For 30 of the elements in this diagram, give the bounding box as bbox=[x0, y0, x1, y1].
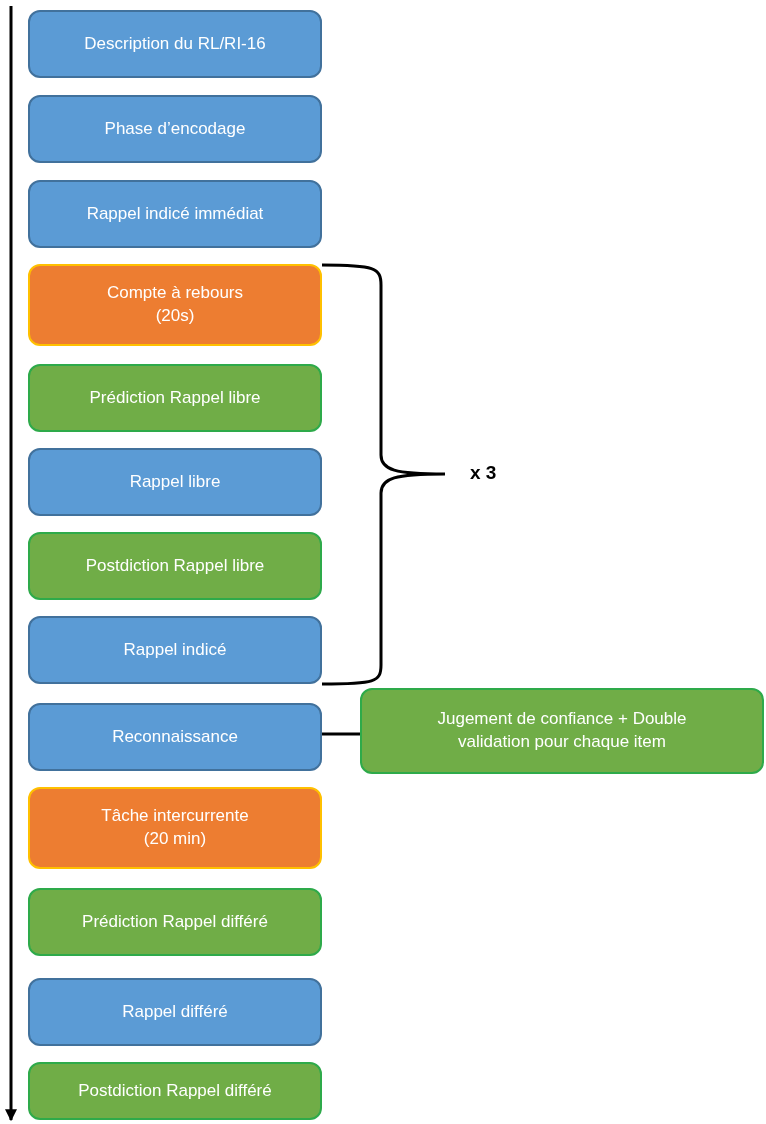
step-label: Prédiction Rappel libre bbox=[89, 386, 261, 409]
task-box bbox=[28, 95, 322, 163]
step-label: Phase d’encodage bbox=[104, 117, 246, 140]
step-label: Postdiction Rappel libre bbox=[85, 554, 265, 577]
step-label: Description du RL/RI-16 bbox=[84, 32, 266, 55]
step-label: Rappel indicé immédiat bbox=[86, 202, 264, 225]
task-box bbox=[28, 978, 322, 1046]
task-box bbox=[28, 448, 322, 516]
step-label: Jugement de confiance + Double validation pour chaque item bbox=[436, 708, 688, 753]
judgment-box bbox=[360, 688, 764, 774]
step-label: Rappel libre bbox=[129, 470, 221, 493]
pause-box bbox=[28, 264, 322, 346]
judgment-box bbox=[28, 364, 322, 432]
pause-box bbox=[28, 787, 322, 869]
step-label: Reconnaissance bbox=[112, 725, 238, 748]
step-label: Postdiction Rappel différé bbox=[78, 1079, 272, 1102]
task-box bbox=[28, 10, 322, 78]
task-box bbox=[28, 180, 322, 248]
step-label: Compte à rebours (20s) bbox=[105, 282, 245, 327]
step-label: Tâche intercurrente (20 min) bbox=[100, 805, 250, 850]
judgment-box bbox=[28, 1062, 322, 1120]
step-label: Prédiction Rappel différé bbox=[82, 910, 268, 933]
task-box bbox=[28, 703, 322, 771]
judgment-box bbox=[28, 888, 322, 956]
connector-line bbox=[322, 732, 360, 736]
step-label: Rappel indicé bbox=[123, 638, 227, 661]
task-box bbox=[28, 616, 322, 684]
judgment-box bbox=[28, 532, 322, 600]
repeat-count: x 3 bbox=[470, 462, 497, 484]
step-label: Rappel différé bbox=[122, 1000, 228, 1023]
